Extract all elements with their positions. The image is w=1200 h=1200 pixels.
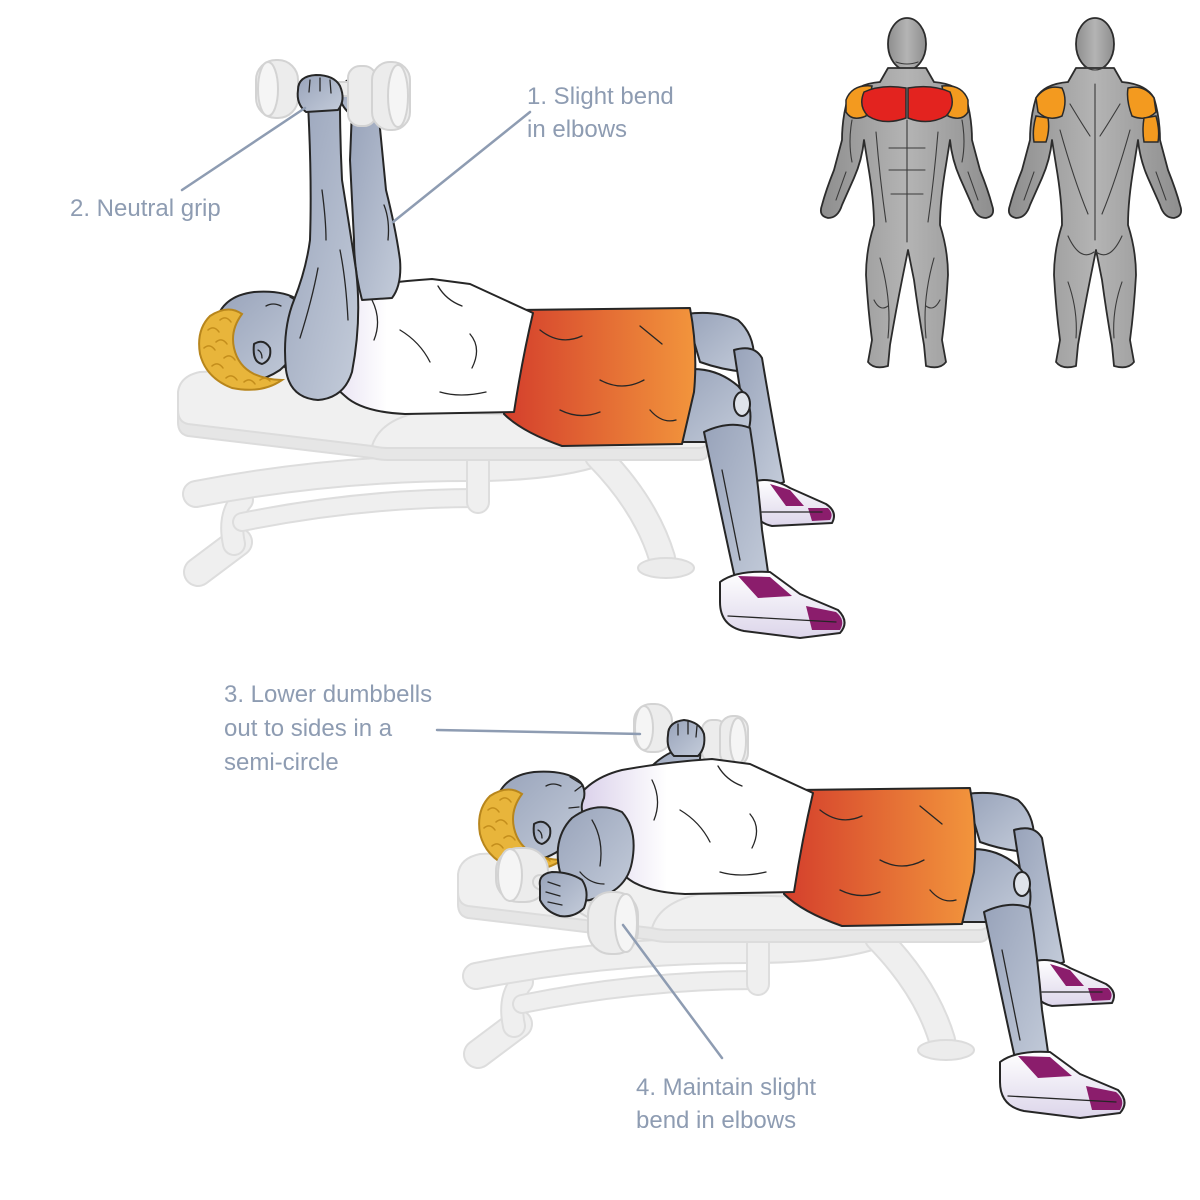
step3-label-line3: semi-circle xyxy=(224,749,339,776)
top-figure xyxy=(178,59,846,639)
step2-leader xyxy=(180,106,307,192)
step4-label-line2: bend in elbows xyxy=(636,1107,796,1134)
chest-left xyxy=(861,85,907,123)
step4-label-line1: 4. Maintain slight xyxy=(636,1074,816,1101)
step1-label: 1. Slight bend in elbows xyxy=(527,83,674,143)
leader-lines xyxy=(180,106,724,1060)
step4-leader xyxy=(621,923,724,1060)
front-muscle-figure xyxy=(819,17,995,369)
near-arm-top xyxy=(284,74,360,401)
step1-label-line2: in elbows xyxy=(527,116,627,143)
step3-label-line1: 3. Lower dumbbells xyxy=(224,681,432,708)
bottom-figure xyxy=(458,703,1126,1119)
triceps-left xyxy=(1032,115,1050,143)
lowered-dumbbell-front-plate xyxy=(587,891,639,955)
step1-label-line1: 1. Slight bend xyxy=(527,83,674,110)
triceps-right xyxy=(1142,115,1160,143)
step3-label-line2: out to sides in a xyxy=(224,715,393,742)
step2-label-line1: 2. Neutral grip xyxy=(70,195,221,222)
step2-label: 2. Neutral grip xyxy=(70,195,221,222)
chest-right xyxy=(907,85,953,123)
back-muscle-figure xyxy=(1007,17,1183,369)
rear-deltoid-right xyxy=(1126,86,1157,119)
step3-leader xyxy=(435,728,642,736)
step3-label: 3. Lower dumbbells out to sides in a sem… xyxy=(224,681,432,776)
step1-leader xyxy=(391,110,532,224)
muscle-chart xyxy=(819,17,1183,369)
step4-label: 4. Maintain slight bend in elbows xyxy=(636,1074,816,1134)
